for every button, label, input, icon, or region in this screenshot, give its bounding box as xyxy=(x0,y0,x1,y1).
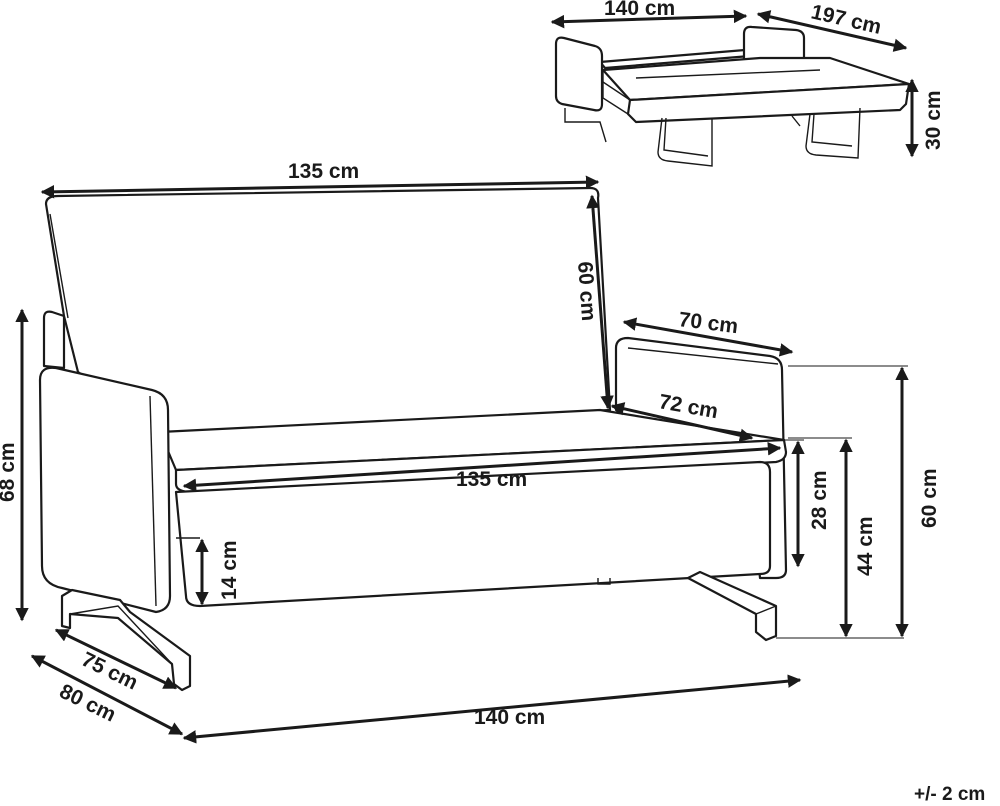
label-arm-height: 60 cm xyxy=(918,468,941,528)
sofa-illustration xyxy=(38,186,788,692)
label-mattress-height: 30 cm xyxy=(922,90,945,150)
tolerance-note: +/- 2 cm xyxy=(914,784,985,805)
label-base-height: 14 cm xyxy=(218,540,241,600)
label-seat-height-front: 28 cm xyxy=(808,470,831,530)
label-seat-width: 135 cm xyxy=(456,468,527,491)
label-overall-width: 140 cm xyxy=(474,706,545,729)
label-seat-height: 44 cm xyxy=(854,516,877,576)
label-backrest-height: 60 cm xyxy=(573,261,600,322)
dimension-lines xyxy=(15,9,919,744)
bed-mode-illustration xyxy=(554,25,911,167)
label-backrest-width: 135 cm xyxy=(288,160,359,183)
label-overall-height: 68 cm xyxy=(0,442,19,502)
label-bed-width: 140 cm xyxy=(604,0,675,20)
label-depth-overall: 80 cm xyxy=(56,680,120,727)
